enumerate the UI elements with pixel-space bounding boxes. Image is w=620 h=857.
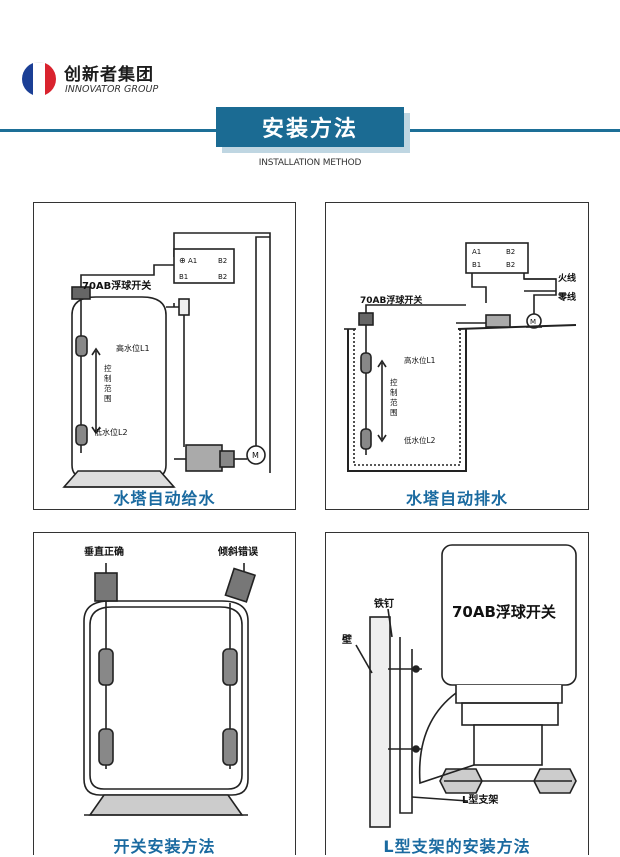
brand-logo [22, 62, 56, 96]
section-title: 安装方法 [216, 107, 404, 147]
terminal-b1: B1 [472, 261, 481, 269]
tower-supply-diagram: ⊕A1 B2 B1 B2 M 70AB浮球开关 高水位L1 低水位L2 控制范围 [62, 232, 271, 488]
terminal-b2-bottom: B2 [218, 273, 227, 281]
low-level-label: 低水位L2 [94, 427, 128, 437]
neutral-wire-label: 零线 [557, 291, 576, 303]
brand-name-cn: 创新者集团 [64, 65, 154, 85]
caption-tower-drain: 水塔自动排水 [405, 489, 508, 508]
terminal-b2-top: B2 [218, 257, 227, 265]
float-switch-label: 70AB浮球开关 [82, 279, 151, 292]
title-rule-left [0, 129, 216, 132]
low-level-label: 低水位L2 [404, 435, 436, 445]
vertical-correct-label: 垂直正确 [84, 545, 124, 558]
wall-label: 壁 [342, 633, 352, 646]
terminal-a1: A1 [472, 248, 481, 256]
brand-name-en: INNOVATOR GROUP [65, 84, 159, 95]
control-range-label: 控制范围 [104, 363, 112, 403]
panel-tower-drain: A1 B2 B1 B2 M 火线 零线 70AB浮球开关 高水位L1 低水位L2… [325, 202, 589, 510]
nail-label: 铁钉 [374, 597, 394, 610]
title-rule-right [410, 129, 620, 132]
bracket-install-diagram: 70AB浮球开关 铁钉 壁 L型支架 [342, 544, 577, 828]
logo-flag-red [44, 62, 56, 96]
bracket-label: L型支架 [462, 793, 498, 806]
svg-text:⊕: ⊕ [179, 256, 186, 265]
caption-tower-supply: 水塔自动给水 [113, 489, 216, 508]
terminal-b2-top: B2 [506, 248, 515, 256]
panel-tower-supply: ⊕A1 B2 B1 B2 M 70AB浮球开关 高水位L1 低水位L2 控制范围… [33, 202, 296, 510]
caption-bracket-install: L型支架的安装方法 [383, 837, 531, 856]
caption-switch-install: 开关安装方法 [113, 837, 216, 856]
section-subtitle: INSTALLATION METHOD [258, 158, 362, 168]
terminal-b2-bottom: B2 [506, 261, 515, 269]
live-wire-label: 火线 [558, 272, 576, 284]
logo-flag-blue [22, 62, 34, 96]
product-label: 70AB浮球开关 [452, 603, 556, 621]
switch-install-diagram: 垂直正确 倾斜错误 [83, 545, 259, 816]
tilted-wrong-label: 倾斜错误 [217, 545, 259, 558]
motor-label: M [530, 318, 536, 326]
logo-flag-white [33, 62, 45, 96]
high-level-label: 高水位L1 [404, 355, 436, 365]
terminal-a1: A1 [188, 257, 197, 265]
high-level-label: 高水位L1 [116, 343, 150, 353]
panel-switch-install: 垂直正确 倾斜错误 开关安装方法 [33, 532, 296, 856]
tower-drain-diagram: A1 B2 B1 B2 M 火线 零线 70AB浮球开关 高水位L1 低水位L2… [344, 242, 577, 472]
control-range-label: 控制范围 [390, 377, 398, 417]
panel-bracket-install: 70AB浮球开关 铁钉 壁 L型支架 L型支架的安装方法 [325, 532, 589, 856]
terminal-b1: B1 [179, 273, 188, 281]
float-switch-label: 70AB浮球开关 [360, 294, 422, 306]
motor-label: M [252, 451, 259, 460]
